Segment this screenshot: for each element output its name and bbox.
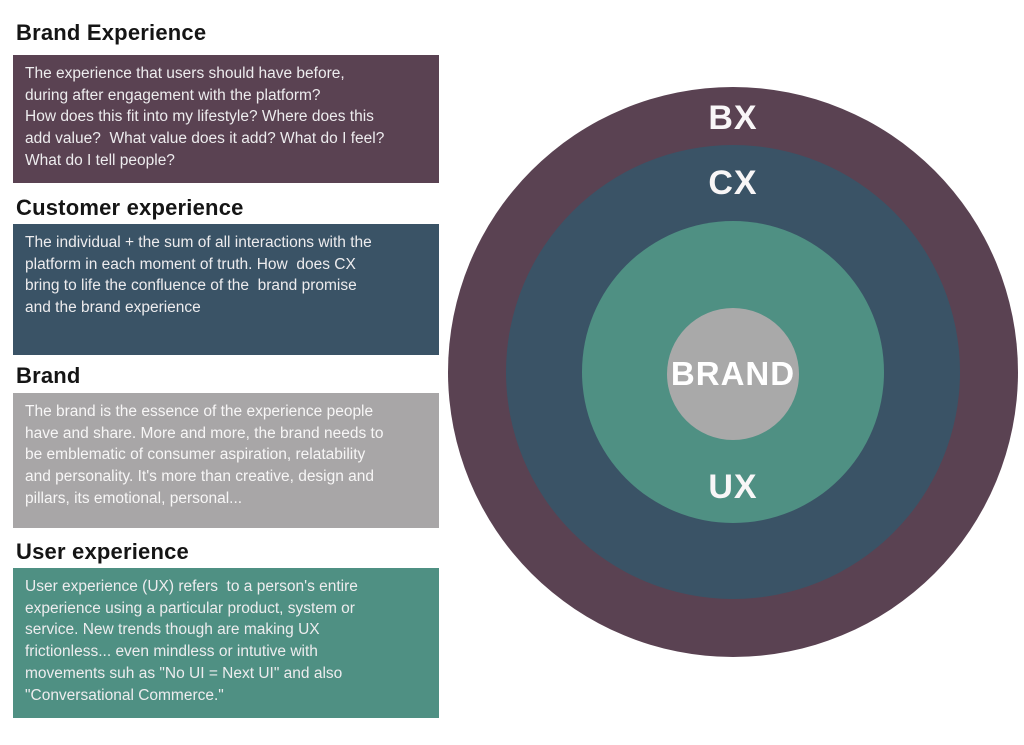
ring-label-bx: BX <box>708 99 758 137</box>
section-box-customer-experience: The individual + the sum of all interact… <box>13 224 439 355</box>
section-body-user-experience: User experience (UX) refers to a person'… <box>25 578 358 704</box>
section-box-user-experience: User experience (UX) refers to a person'… <box>13 568 439 718</box>
section-title-user-experience: User experience <box>16 539 189 564</box>
brand-core-label: BRAND <box>670 355 796 392</box>
section-title-brand: Brand <box>16 363 81 388</box>
section-body-brand-experience: The experience that users should have be… <box>25 65 385 169</box>
section-title-customer-experience: Customer experience <box>16 195 244 220</box>
ring-label-ux: UX <box>708 468 758 506</box>
section-body-customer-experience: The individual + the sum of all interact… <box>25 234 372 317</box>
section-body-brand: The brand is the essence of the experien… <box>25 403 384 507</box>
ring-label-cx: CX <box>708 164 758 202</box>
section-title-brand-experience: Brand Experience <box>16 20 207 45</box>
section-box-brand-experience: The experience that users should have be… <box>13 55 439 183</box>
section-box-brand: The brand is the essence of the experien… <box>13 393 439 528</box>
brand-core-circle: BRAND <box>667 308 799 440</box>
